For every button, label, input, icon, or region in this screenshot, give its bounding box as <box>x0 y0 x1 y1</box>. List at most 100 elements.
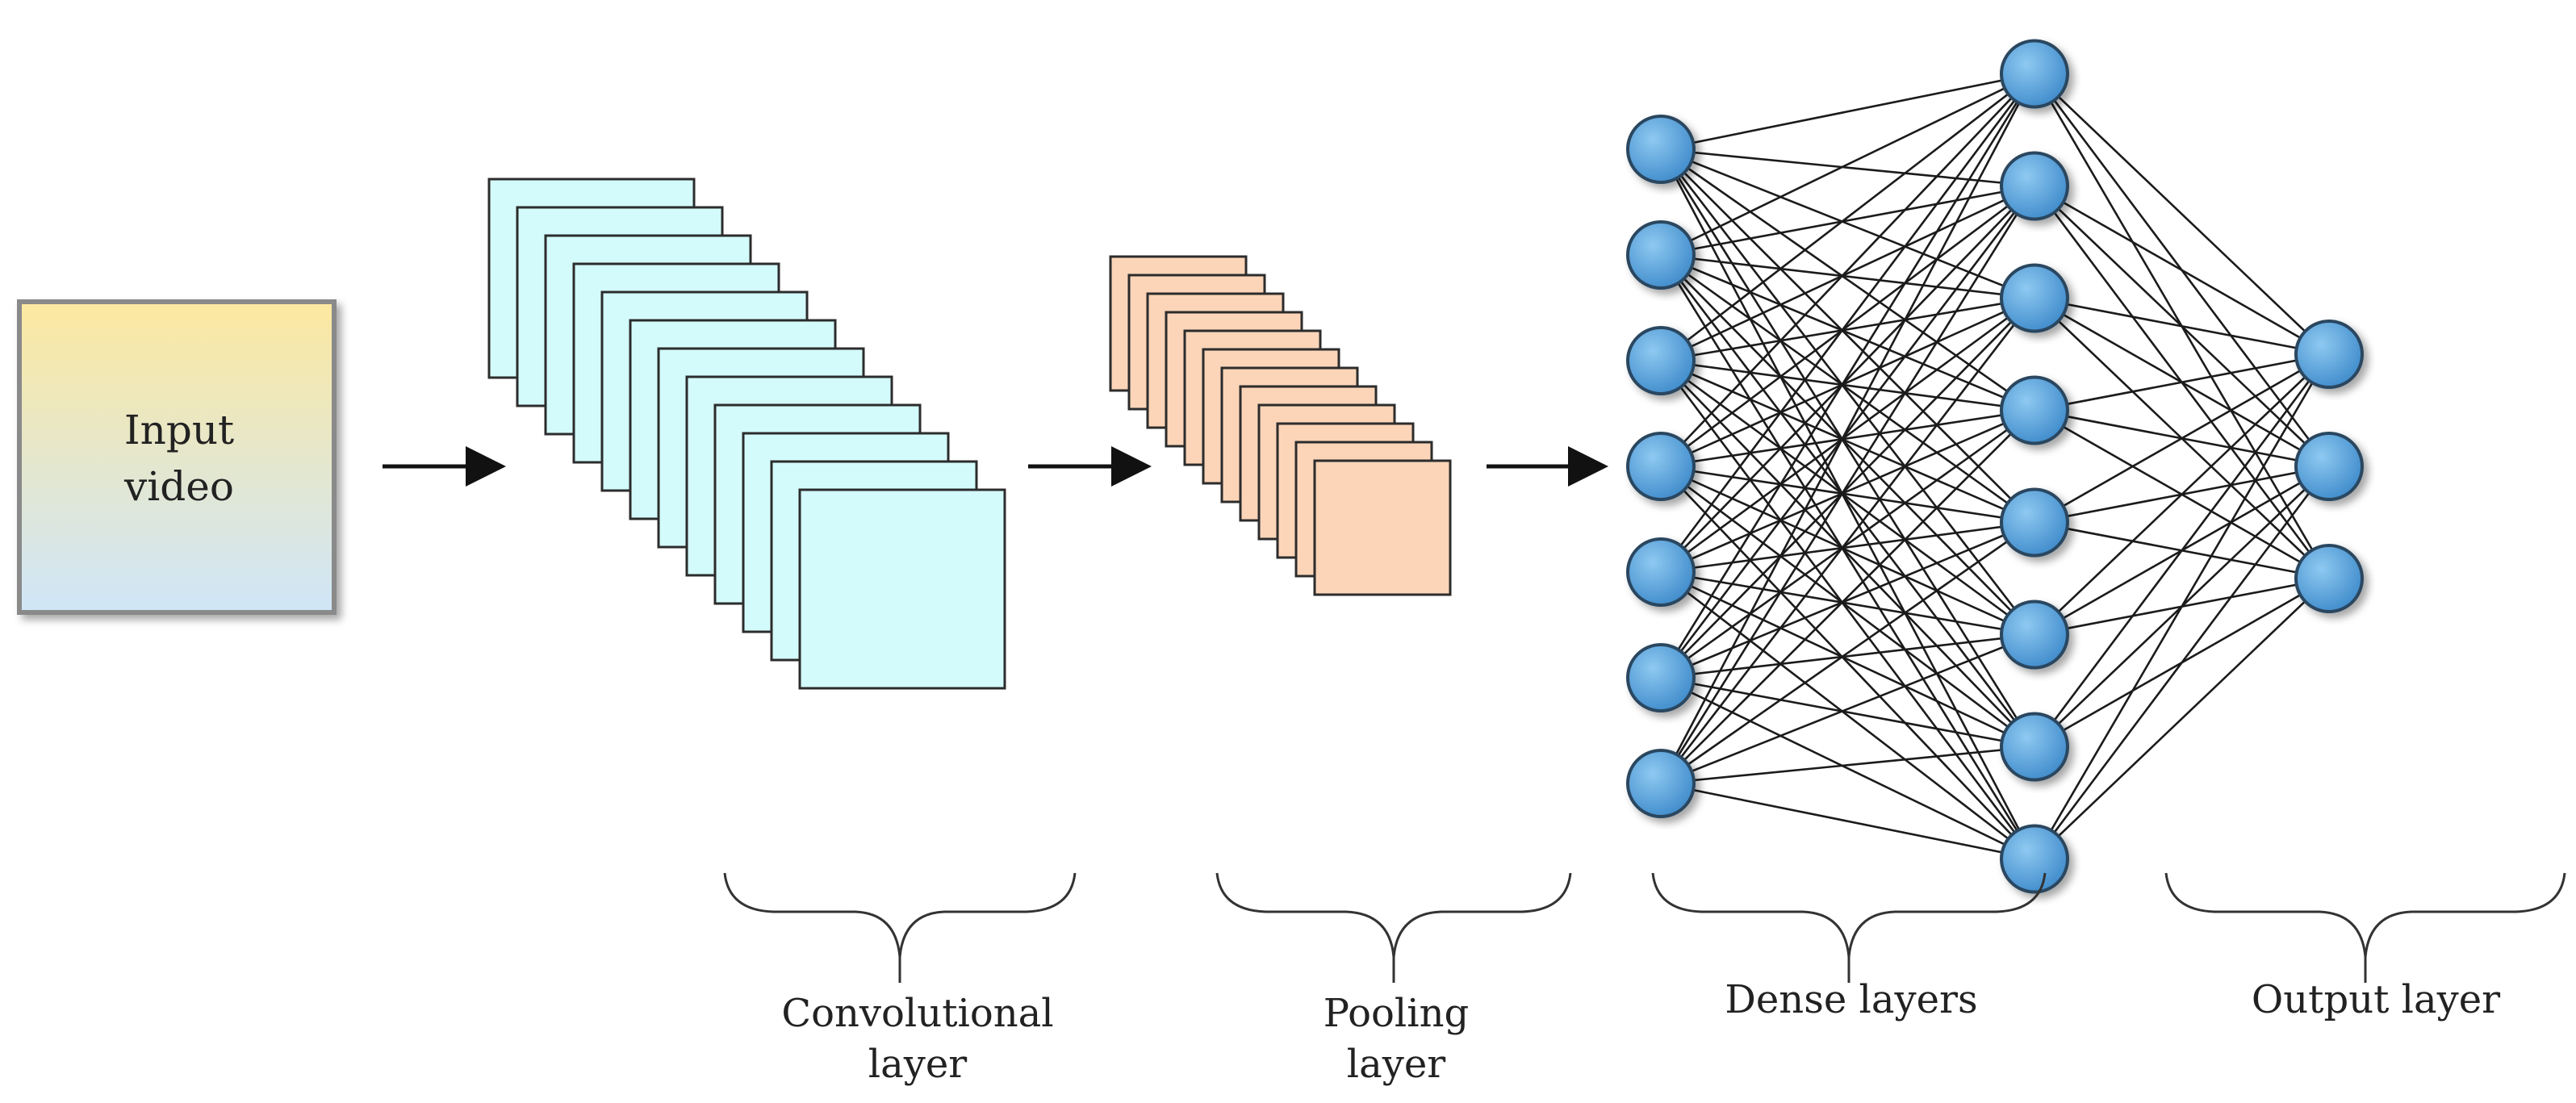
edge-l2-2-1 <box>2034 185 2330 356</box>
edge-l2-5-1 <box>2034 353 2330 524</box>
edge-l2-4-1 <box>2034 353 2330 412</box>
edge-l1-3-5 <box>1660 359 2035 524</box>
edge-l1-6-3 <box>1660 297 2035 679</box>
edge-l1-3-1 <box>1660 73 2035 362</box>
network-connections <box>1659 73 2331 860</box>
edge-l2-8-3 <box>2034 578 2330 860</box>
edge-l1-5-2 <box>1660 185 2035 573</box>
edge-l1-2-3 <box>1660 253 2035 299</box>
input-label-line-2: video <box>123 463 234 510</box>
edge-l1-6-4 <box>1660 409 2035 679</box>
brace-pool <box>1215 872 1572 958</box>
edge-l2-7-1 <box>2033 353 2331 748</box>
edge-l1-1-5 <box>1660 148 2035 524</box>
edge-l1-3-8 <box>1659 360 2036 860</box>
edge-l1-2-8 <box>1659 254 2036 860</box>
edge-l1-1-1 <box>1660 73 2035 151</box>
dense-2-node-7 <box>2000 712 2069 782</box>
dense-2-node-8 <box>2000 824 2069 894</box>
dense-1-node-3 <box>1626 326 1696 395</box>
edge-l1-5-3 <box>1660 297 2035 574</box>
dense-1-node-1 <box>1626 115 1696 184</box>
caption-pool-line-1: Pooling <box>1324 991 1470 1036</box>
edge-l1-7-5 <box>1660 521 2035 785</box>
caption-output: Output layer <box>2252 977 2500 1022</box>
dense-2-node-3 <box>2000 263 2069 333</box>
edge-l1-2-5 <box>1660 253 2035 524</box>
edge-l1-4-5 <box>1660 465 2035 524</box>
edge-l1-6-6 <box>1660 633 2035 679</box>
edge-l2-6-1 <box>2034 353 2330 636</box>
edge-l1-5-1 <box>1659 73 2036 573</box>
edge-l1-4-8 <box>1660 466 2035 860</box>
edge-l1-3-6 <box>1660 359 2035 636</box>
edge-l1-7-4 <box>1660 409 2035 784</box>
edge-l1-1-4 <box>1660 148 2035 412</box>
edge-l1-5-8 <box>1660 570 2035 860</box>
dense-2-node-4 <box>2000 375 2069 445</box>
output-node-1 <box>2294 320 2364 389</box>
edge-l1-2-4 <box>1660 253 2035 412</box>
edge-l1-1-8 <box>1659 148 2036 860</box>
input-video-box: Input video <box>17 299 337 615</box>
edge-l1-7-2 <box>1659 185 2036 784</box>
edge-l1-5-7 <box>1660 570 2035 748</box>
edge-l1-3-7 <box>1660 360 2035 748</box>
edge-l2-3-1 <box>2034 297 2330 356</box>
edge-l1-6-8 <box>1660 676 2035 860</box>
dense-2-node-1 <box>2000 39 2069 109</box>
edge-l1-4-7 <box>1660 465 2035 748</box>
edge-l1-1-3 <box>1660 148 2035 299</box>
edge-l1-4-2 <box>1660 185 2035 468</box>
edge-l1-1-6 <box>1659 148 2036 636</box>
dense-1-node-5 <box>1626 537 1696 607</box>
output-node-3 <box>2294 544 2364 613</box>
edge-l1-6-5 <box>1660 521 2035 679</box>
caption-conv-line-2: layer <box>868 1042 967 1087</box>
edge-l1-4-1 <box>1660 73 2035 467</box>
brace-output <box>2164 872 2566 958</box>
edge-l1-3-3 <box>1660 297 2035 362</box>
edge-l1-5-5 <box>1660 521 2035 574</box>
edge-l2-8-2 <box>2033 466 2331 860</box>
conv-feature-map-12 <box>798 488 1006 690</box>
edge-l2-1-1 <box>2034 73 2330 355</box>
edge-l1-2-2 <box>1660 185 2035 257</box>
output-node-2 <box>2294 432 2364 501</box>
edge-l1-3-4 <box>1660 359 2035 412</box>
dense-2-node-6 <box>2000 600 2069 670</box>
network-nodes <box>1626 39 2364 894</box>
edge-l1-2-1 <box>1660 73 2035 257</box>
edge-l1-7-7 <box>1660 746 2035 785</box>
dense-1-node-6 <box>1626 643 1696 712</box>
edge-l1-7-3 <box>1659 297 2036 784</box>
edge-l1-6-7 <box>1660 676 2035 748</box>
dense-1-node-7 <box>1626 749 1696 818</box>
edge-l1-5-4 <box>1660 409 2035 574</box>
edge-l1-3-2 <box>1660 185 2035 362</box>
edge-l1-7-8 <box>1660 782 2035 860</box>
edge-l1-6-2 <box>1659 185 2036 679</box>
dense-2-node-5 <box>2000 487 2069 558</box>
edge-l1-7-6 <box>1660 633 2035 785</box>
caption-pool-line-2: layer <box>1347 1042 1445 1087</box>
edge-l1-4-6 <box>1660 465 2035 636</box>
pooling-feature-maps <box>1109 255 1452 596</box>
edge-l1-4-4 <box>1660 409 2035 468</box>
dense-1-node-2 <box>1626 220 1696 290</box>
caption-dense: Dense layers <box>1725 977 1977 1022</box>
dense-1-node-4 <box>1626 432 1696 501</box>
edge-l1-2-7 <box>1659 254 2036 748</box>
pool-feature-map-12 <box>1313 459 1452 596</box>
brace-dense <box>1651 872 2047 958</box>
edge-l1-7-1 <box>1659 73 2036 784</box>
edge-l1-5-6 <box>1660 570 2035 636</box>
dense-2-node-2 <box>2000 151 2069 221</box>
brace-conv <box>723 872 1077 958</box>
edge-l2-8-1 <box>2033 353 2331 860</box>
edge-l1-4-3 <box>1660 297 2035 468</box>
edge-l1-6-1 <box>1659 73 2036 679</box>
input-label-line-1: Input <box>124 407 234 453</box>
edge-l1-1-7 <box>1659 148 2036 748</box>
